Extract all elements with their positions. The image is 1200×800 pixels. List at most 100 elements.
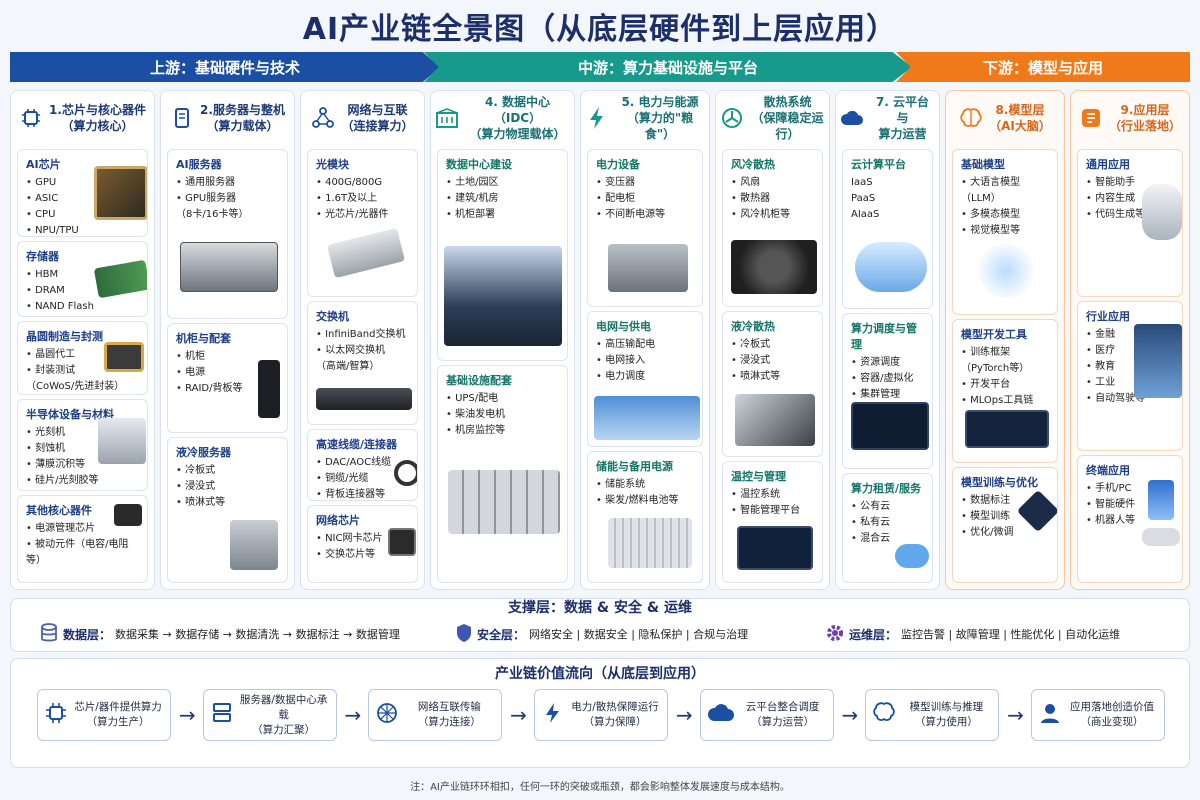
liquid-server-image bbox=[230, 520, 278, 570]
card-title: 风冷散热 bbox=[731, 158, 775, 171]
list-item: （高端/智算） bbox=[316, 361, 380, 372]
card-title: 电力设备 bbox=[596, 158, 640, 171]
flow-step-sublabel: （算力汇聚） bbox=[252, 723, 316, 736]
cloud-icon bbox=[707, 702, 735, 728]
list-item: 机房监控等 bbox=[446, 423, 559, 439]
list-item: GPU服务器 bbox=[176, 191, 279, 207]
switch-image bbox=[316, 388, 412, 410]
list-item: 土地/园区 bbox=[446, 175, 559, 191]
card-dc-build: 数据中心建设土地/园区建筑/机房机柜部署 bbox=[437, 149, 568, 361]
column-servers: 2.服务器与整机（算力载体） AI服务器通用服务器GPU服务器（8卡/16卡等）… bbox=[160, 90, 295, 590]
list-item: 集群管理 bbox=[851, 387, 924, 403]
flow-step-text: 服务器/数据中心承载 （算力汇聚） bbox=[238, 693, 330, 738]
flow-step: 服务器/数据中心承载 （算力汇聚） bbox=[202, 689, 337, 741]
list-item: 公有云 bbox=[851, 499, 924, 515]
fan-icon bbox=[720, 106, 744, 130]
server-icon bbox=[210, 701, 234, 729]
power-tower-image bbox=[594, 396, 700, 440]
card-rack: 机柜与配套机柜电源RAID/背板等 bbox=[167, 323, 288, 433]
support-title: 支撑层：数据 & 安全 & 运维 bbox=[508, 600, 692, 616]
stage-upstream: 上游：基础硬件与技术 bbox=[10, 52, 440, 82]
card-rental: 算力租赁/服务公有云私有云混合云 bbox=[842, 473, 933, 583]
column-subtitle: （算力物理载体） bbox=[469, 127, 566, 141]
flow-step-label: 电力/散热保障运行 bbox=[571, 701, 659, 713]
list-item: RAID/背板等 bbox=[176, 381, 279, 397]
flow-arrow: → bbox=[1007, 703, 1024, 727]
card-title: 基础模型 bbox=[961, 158, 1005, 171]
card-title: AI服务器 bbox=[176, 158, 222, 171]
list-item: 喷淋式等 bbox=[731, 369, 814, 385]
ops-layer-text: 监控告警 | 故障管理 | 性能优化 | 自动化运维 bbox=[901, 628, 1121, 641]
flow-arrow: → bbox=[510, 703, 527, 727]
list-item: 风冷机柜等 bbox=[731, 207, 814, 223]
flow-step-sublabel: （算力运营） bbox=[751, 716, 815, 728]
database-icon bbox=[39, 622, 59, 646]
list-item: 散热器 bbox=[731, 191, 814, 207]
column-subtitle: （算力核心） bbox=[61, 119, 134, 133]
list-item: 柴发/燃料电池等 bbox=[596, 493, 694, 509]
list-item: 电网接入 bbox=[596, 353, 694, 369]
card-general-app: 通用应用智能助手内容生成代码生成等 bbox=[1077, 149, 1183, 297]
flow-step: 模型训练与推理（算力使用） bbox=[865, 689, 1000, 741]
list-item: 开发平台 bbox=[961, 377, 1049, 393]
flow-arrow: → bbox=[675, 703, 693, 727]
list-item: 浸没式 bbox=[731, 353, 814, 369]
card-title: 半导体设备与材料 bbox=[26, 408, 114, 421]
fan-image bbox=[731, 240, 817, 294]
chip-image bbox=[94, 166, 147, 220]
support-layer: 支撑层：数据 & 安全 & 运维 数据层：数据采集 → 数据存储 → 数据清洗 … bbox=[10, 598, 1190, 652]
card-optical-module: 光模块400G/800G1.6T及以上光芯片/光器件 bbox=[307, 149, 418, 297]
list-item: NAND Flash bbox=[26, 299, 139, 315]
card-scheduling: 算力调度与管理资源调度容器/虚拟化集群管理 bbox=[842, 313, 933, 469]
list-item: 400G/800G bbox=[316, 175, 409, 191]
list-item: 硅片/光刻胶等 bbox=[26, 473, 139, 489]
list-item: 智能硬件 bbox=[1086, 497, 1174, 513]
list-item: ASIC bbox=[26, 191, 139, 207]
rack-image bbox=[258, 360, 280, 418]
list-item: 风扇 bbox=[731, 175, 814, 191]
dashboard-image bbox=[737, 526, 813, 570]
app-icon bbox=[1079, 106, 1103, 130]
list-item: 智能管理平台 bbox=[731, 503, 814, 519]
list-item: HBM bbox=[26, 267, 139, 283]
card-foundation-model: 基础模型大语言模型（LLM）多模态模型视觉模型等 bbox=[952, 149, 1058, 315]
flow-arrow: → bbox=[841, 703, 859, 727]
list-item: 高压输配电 bbox=[596, 337, 694, 353]
flow-arrow: → bbox=[178, 703, 196, 727]
card-title: 基础设施配套 bbox=[446, 374, 512, 387]
card-title: 交换机 bbox=[316, 310, 349, 323]
security-layer-label: 安全层： bbox=[477, 627, 526, 642]
device-image bbox=[1142, 528, 1180, 546]
value-flow: 产业链价值流向（从底层到应用） 芯片/器件提供算力（算力生产）→服务器/数据中心… bbox=[10, 658, 1190, 768]
list-item: 电源 bbox=[176, 365, 279, 381]
optical-module-image bbox=[326, 227, 406, 279]
scheduler-dashboard-image bbox=[851, 402, 929, 450]
list-item: 机柜 bbox=[176, 349, 279, 365]
container-image bbox=[608, 518, 692, 568]
brain-icon bbox=[959, 106, 983, 130]
list-item: （8卡/16卡等） bbox=[176, 209, 249, 220]
column-subtitle: （保障稳定运行） bbox=[751, 111, 824, 141]
column-subtitle: （算力的"粮食"） bbox=[626, 111, 694, 141]
column-subtitle: 算力运营 bbox=[878, 127, 927, 141]
list-item: 模型训练 bbox=[961, 509, 1049, 525]
stage-downstream: 下游：模型与应用 bbox=[896, 52, 1190, 82]
card-network-chip: 网络芯片NIC网卡芯片交换芯片等 bbox=[307, 505, 418, 583]
flow-step-label: 服务器/数据中心承载 bbox=[239, 693, 328, 721]
column-cooling: 散热系统（保障稳定运行） 风冷散热风扇散热器风冷机柜等 液冷散热冷板式浸没式喷淋… bbox=[715, 90, 830, 590]
list-item: 光刻机 bbox=[26, 425, 139, 441]
card-title: 液冷散热 bbox=[731, 320, 775, 333]
list-item: 以太网交换机 bbox=[316, 343, 409, 359]
list-item: 大语言模型（LLM） bbox=[961, 175, 1049, 207]
brain-icon bbox=[872, 701, 896, 729]
cable-image bbox=[394, 460, 417, 486]
column-title: 8.模型层 bbox=[995, 103, 1045, 117]
lightning-icon bbox=[585, 106, 609, 130]
list-item: 代码生成等 bbox=[1086, 207, 1174, 223]
card-title: 存储器 bbox=[26, 250, 59, 263]
list-item: 混合云 bbox=[851, 531, 924, 547]
flow-step: 云平台整合调度（算力运营） bbox=[699, 689, 834, 741]
user-icon bbox=[1038, 701, 1062, 729]
card-switch: 交换机InfiniBand交换机以太网交换机（高端/智算） bbox=[307, 301, 418, 425]
